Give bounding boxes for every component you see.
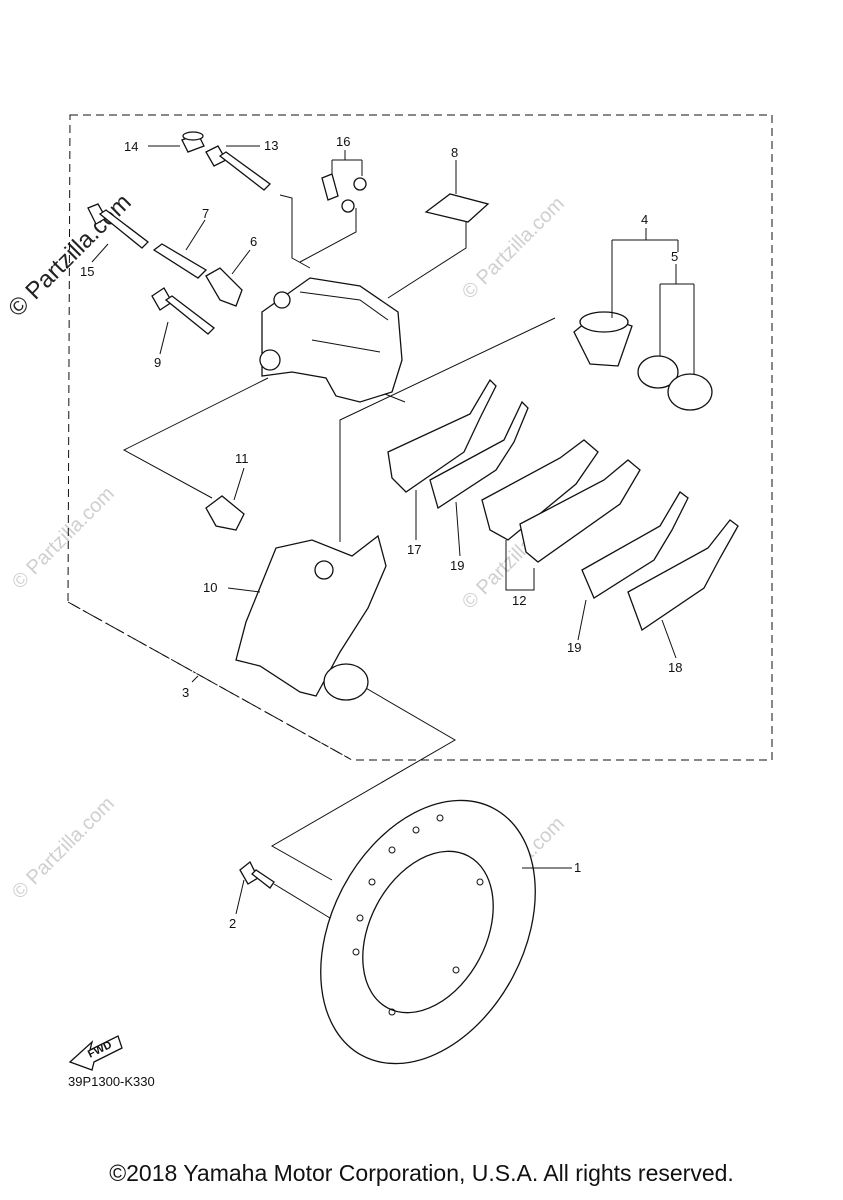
part-11-boot	[205, 495, 245, 531]
part-18-shim	[627, 519, 739, 632]
diagram-code: 39P1300-K330	[68, 1074, 155, 1089]
callout-8: 8	[451, 145, 458, 160]
part-16-bleed-screw	[321, 173, 367, 213]
rear-brake-caliper-diagram: © Partzilla.com © Partzilla.com © Partzi…	[3, 114, 773, 1089]
fwd-arrow-icon: FWD	[68, 1035, 123, 1071]
callout-6: 6	[250, 234, 257, 249]
callout-18: 18	[668, 660, 682, 675]
copyright-notice: ©2018 Yamaha Motor Corporation, U.S.A. A…	[109, 1160, 734, 1186]
part-4-piston	[573, 311, 633, 367]
part-5-seals	[637, 355, 713, 411]
assembly-boundary	[67, 114, 773, 761]
faint-watermark: © Partzilla.com	[8, 793, 119, 904]
callout-17: 17	[407, 542, 421, 557]
part-15-bolt	[87, 203, 149, 249]
callout-numbers: 1 2 3 4 5 6 7 8 9 10 11 12 13 14 15 16 1…	[80, 134, 682, 931]
caliper-assembly-leader	[67, 601, 353, 761]
part-14-cap	[181, 131, 205, 153]
callout-1: 1	[574, 860, 581, 875]
caliper-body	[259, 277, 403, 403]
part-10-bracket	[235, 534, 387, 701]
callout-2: 2	[229, 916, 236, 931]
part-1-brake-disc	[320, 799, 536, 1065]
callout-3: 3	[182, 685, 189, 700]
part-7-slide-pin	[152, 243, 208, 279]
part-12-pad-set	[481, 439, 641, 563]
callout-12: 12	[512, 593, 526, 608]
callout-15: 15	[80, 264, 94, 279]
leader-lines	[122, 194, 556, 919]
callout-4: 4	[641, 212, 648, 227]
callout-13: 13	[264, 138, 278, 153]
callout-14: 14	[124, 139, 138, 154]
part-17-shim	[387, 378, 497, 493]
callout-16: 16	[336, 134, 350, 149]
callout-19-upper: 19	[450, 558, 464, 573]
part-9-bolt	[151, 287, 215, 335]
part-8-pad-spring	[424, 193, 490, 223]
part-19-pad-lower	[581, 491, 689, 599]
part-6-boot	[205, 267, 243, 307]
callout-7: 7	[202, 206, 209, 221]
part-19-pad-upper	[429, 400, 529, 510]
faint-watermark: © Partzilla.com	[8, 483, 119, 594]
callout-11: 11	[235, 451, 249, 466]
callout-10: 10	[203, 580, 217, 595]
callout-5: 5	[671, 249, 678, 264]
part-13-pin	[205, 145, 271, 191]
callout-19-lower: 19	[567, 640, 581, 655]
callout-9: 9	[154, 355, 161, 370]
part-2-bolt	[239, 860, 275, 889]
callout-leaders	[91, 145, 695, 915]
